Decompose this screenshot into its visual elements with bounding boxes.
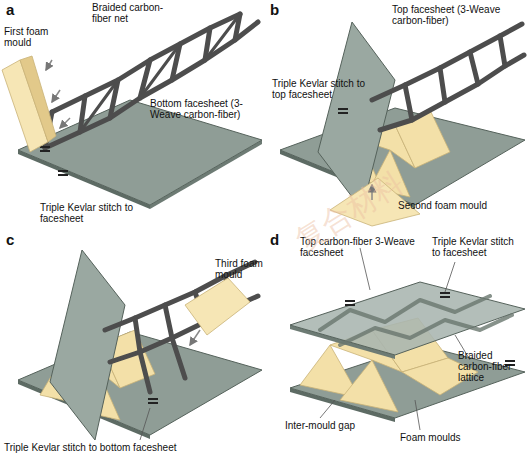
part-label: Inter-mould gap	[285, 420, 375, 431]
panel-letter: c	[6, 232, 36, 248]
part-label: Third foam mould	[215, 258, 265, 280]
part-label: Top facesheet (3-Weave carbon-fiber)	[392, 4, 517, 26]
part-label: Triple Kevlar stitch to top facesheet	[272, 78, 367, 100]
part-label: Triple Kevlar stitch to facesheet	[432, 236, 524, 258]
part-label: First foam mould	[4, 26, 49, 48]
part-label: Braided carbon-fiber net	[92, 2, 167, 24]
part-label: Braided carbon-fiber lattice	[458, 350, 526, 383]
part-label: Second foam mould	[398, 200, 508, 211]
part-label: Bottom facesheet (3-Weave carbon-fiber)	[150, 98, 265, 120]
panel-d	[290, 248, 525, 430]
panel-letter: b	[270, 2, 300, 18]
part-label: Foam moulds	[400, 432, 480, 443]
part-label: Triple Kevlar stitch to facesheet	[40, 202, 135, 224]
part-label: Triple Kevlar stitch to bottom facesheet	[4, 442, 264, 453]
panel-letter: a	[6, 2, 36, 18]
